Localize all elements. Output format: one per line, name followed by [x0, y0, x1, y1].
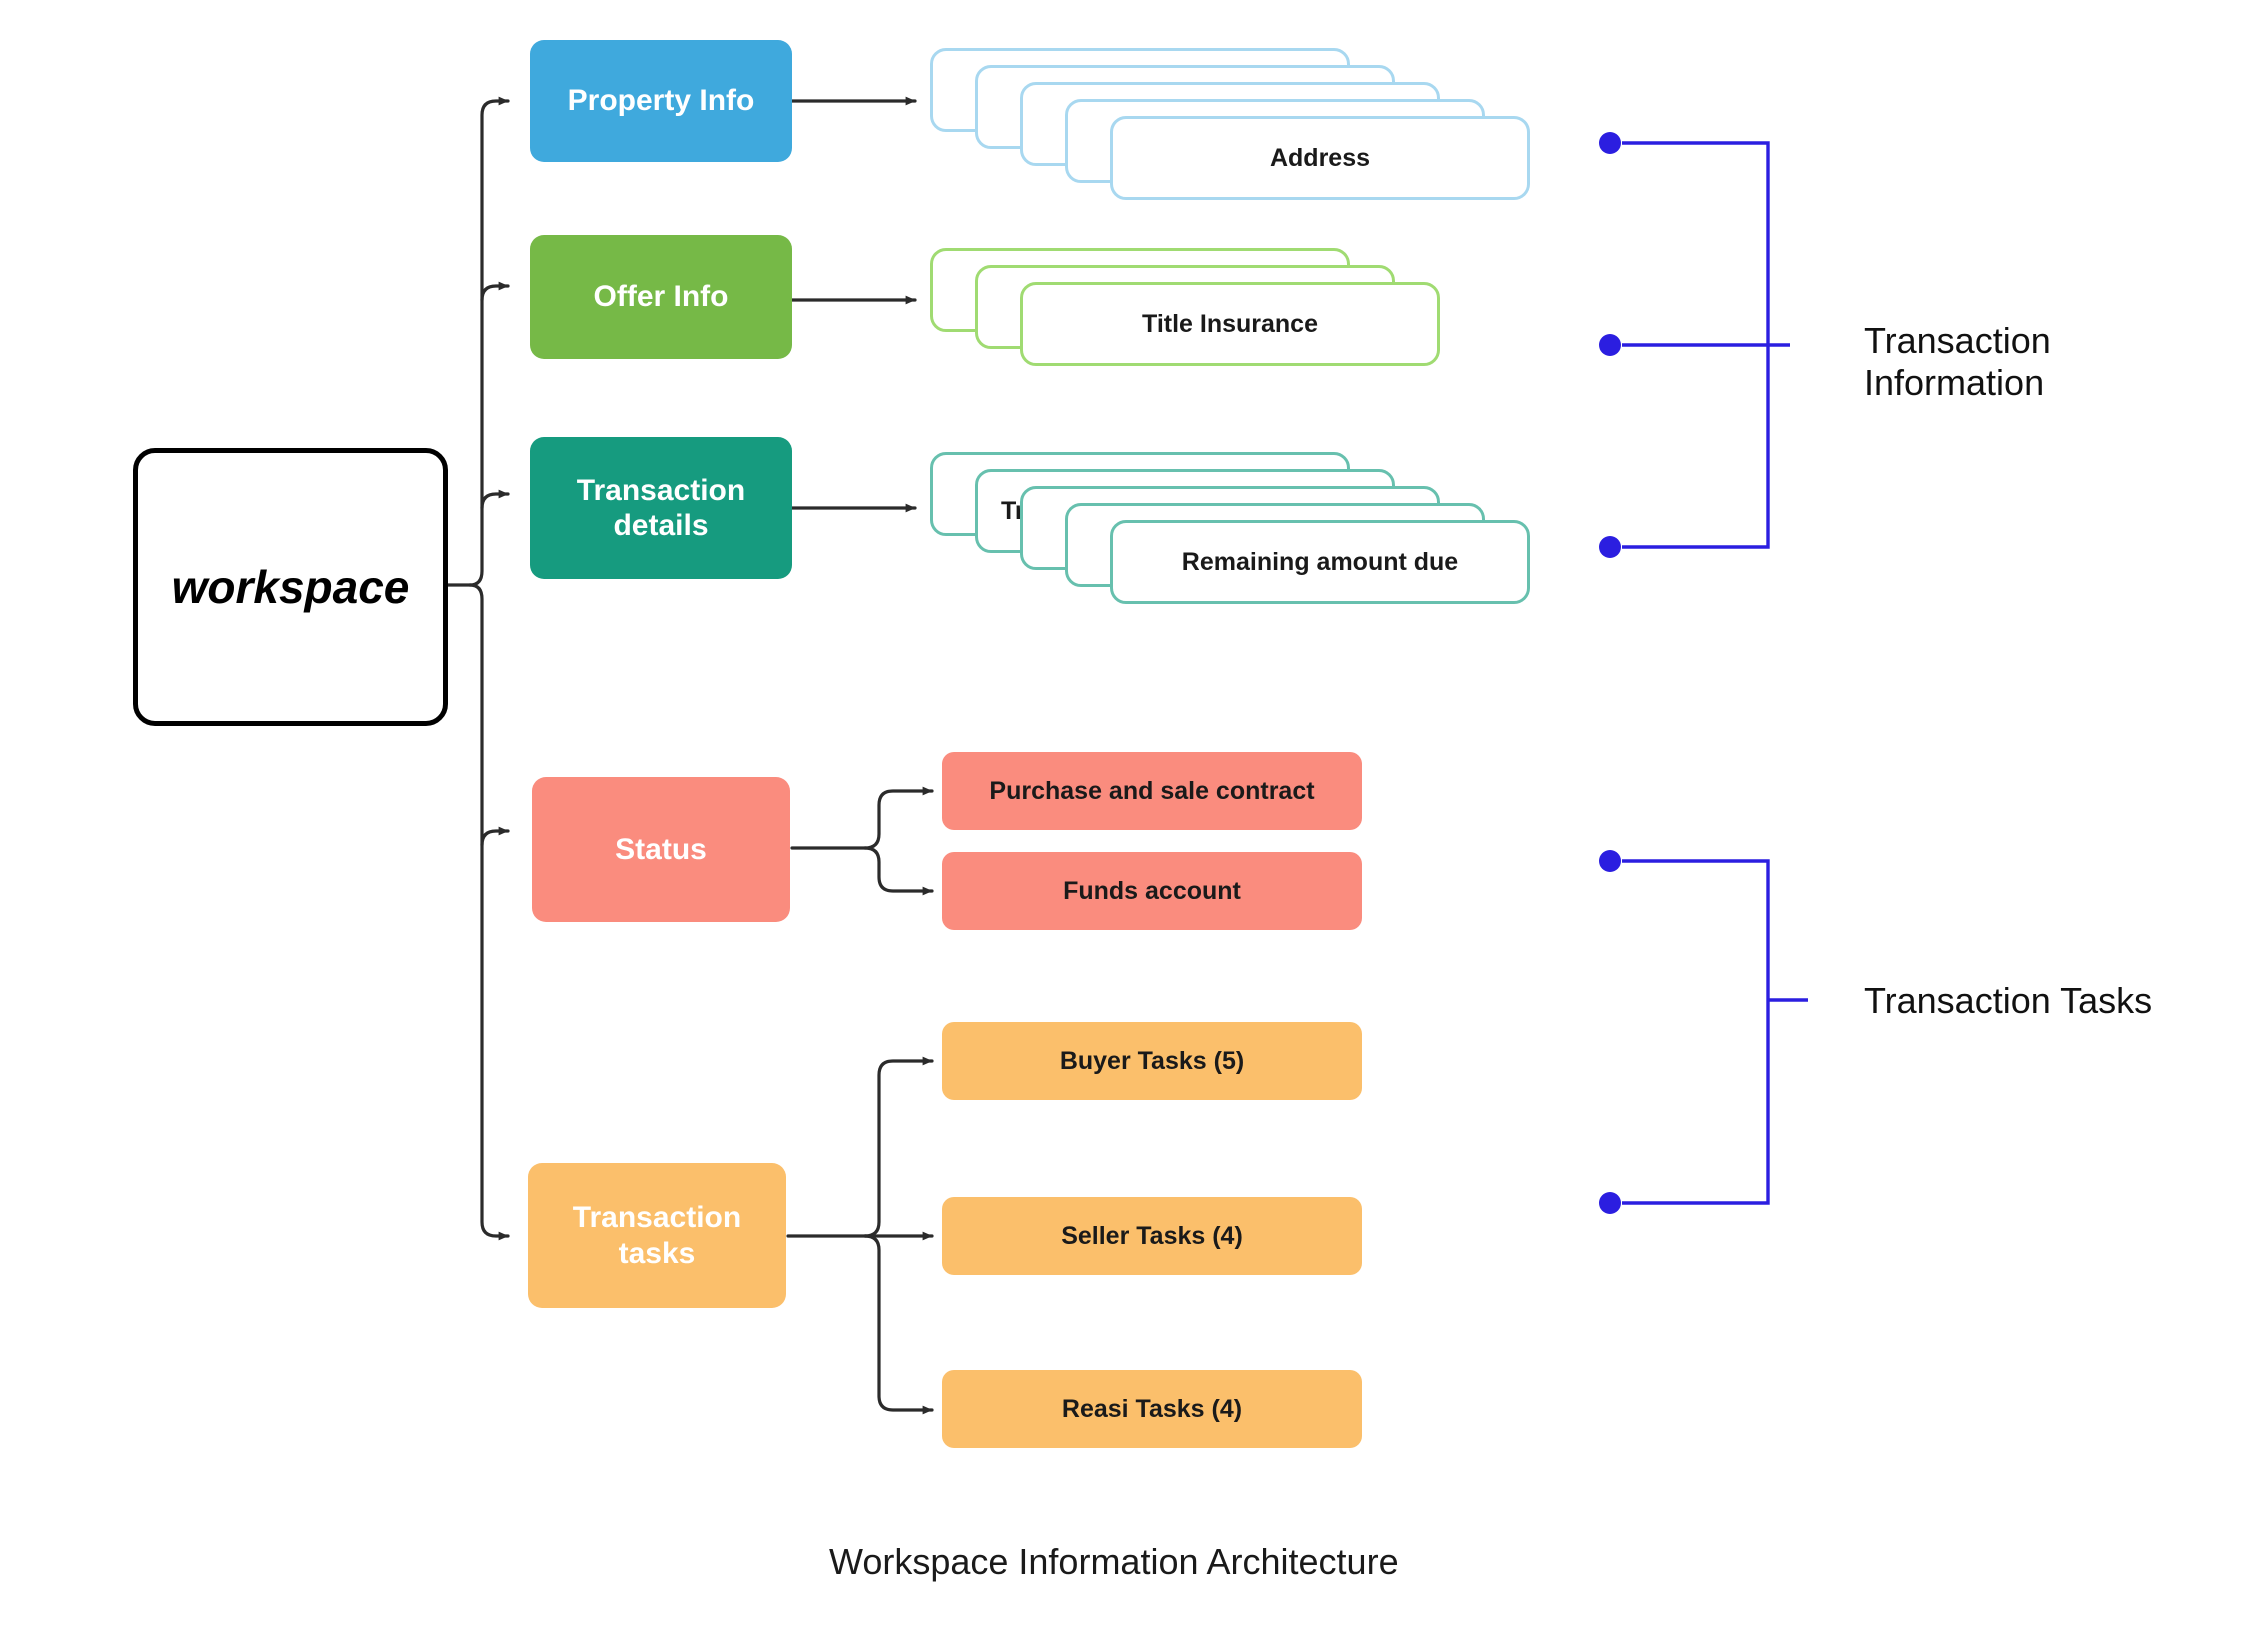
node-status[interactable]: Status: [532, 777, 790, 922]
node-workspace[interactable]: workspace: [133, 448, 448, 726]
node-transaction-tasks[interactable]: Transaction tasks: [528, 1163, 786, 1308]
edge-status-funds: [863, 846, 934, 896]
stack-card-front-remaining-amount-due-label: Remaining amount due: [1181, 547, 1459, 576]
stack-card-front-title-insurance-label: Title Insurance: [1142, 309, 1318, 338]
leaf-reasi-tasks-label: Reasi Tasks (4): [1061, 1394, 1243, 1423]
node-offer-info-label: Offer Info: [593, 280, 729, 314]
leaf-funds-account-label: Funds account: [1063, 876, 1241, 905]
stack-card-front-address-label: Address: [1269, 143, 1371, 172]
edge-tasks-reasi: [863, 1234, 934, 1415]
annotation-transaction-tasks: Transaction Tasks: [1864, 980, 2152, 1022]
leaf-purchase-and-sale-contract[interactable]: Purchase and sale contract: [942, 752, 1362, 830]
node-transaction-details[interactable]: Transaction details: [530, 437, 792, 579]
stack-card-front-title-insurance[interactable]: Title Insurance: [1020, 282, 1440, 366]
bracket-transaction-tasks: [1622, 859, 1808, 1205]
annotation-transaction-information-line1: Transaction: [1864, 320, 2051, 361]
node-status-label: Status: [615, 832, 707, 866]
stack-card-front-remaining-amount-due[interactable]: Remaining amount due: [1110, 520, 1530, 604]
bracket-transaction-information: [1622, 141, 1790, 549]
trunk-upper: [468, 96, 510, 587]
node-property-info[interactable]: Property Info: [530, 40, 792, 162]
node-transaction-tasks-label: Transaction tasks: [572, 1201, 742, 1270]
leaf-buyer-tasks-label: Buyer Tasks (5): [1059, 1046, 1245, 1075]
leaf-seller-tasks[interactable]: Seller Tasks (4): [942, 1197, 1362, 1275]
edge-tasks-buyer: [863, 1056, 934, 1238]
leaf-seller-tasks-label: Seller Tasks (4): [1061, 1221, 1243, 1250]
node-property-info-label: Property Info: [567, 84, 755, 118]
annotation-transaction-information-line2: Information: [1864, 362, 2045, 404]
figure-caption: Workspace Information Architecture: [829, 1541, 1399, 1582]
leaf-funds-account[interactable]: Funds account: [942, 852, 1362, 930]
branch-offer: [480, 281, 510, 302]
stack-property-info: Address: [930, 48, 1550, 200]
leaf-purchase-and-sale-contract-label: Purchase and sale contract: [989, 776, 1315, 805]
annotation-transaction-information: Transaction Information: [1864, 320, 2051, 405]
bracket-dots-transaction-tasks: [1599, 850, 1621, 1214]
stack-card-front-address[interactable]: Address: [1110, 116, 1530, 200]
bracket-dots-transaction-information: [1599, 132, 1621, 558]
leaf-reasi-tasks[interactable]: Reasi Tasks (4): [942, 1370, 1362, 1448]
edge-status-purchase: [863, 786, 934, 850]
stack-transaction-details: Transaction total (offer amount Remainin…: [930, 452, 1570, 632]
leaf-buyer-tasks[interactable]: Buyer Tasks (5): [942, 1022, 1362, 1100]
branch-transaction-details: [480, 489, 510, 510]
node-workspace-label: workspace: [171, 561, 410, 613]
stack-offer-info: Title Insurance: [930, 248, 1550, 378]
node-transaction-details-label: Transaction details: [576, 473, 746, 542]
node-offer-info[interactable]: Offer Info: [530, 235, 792, 359]
annotation-transaction-tasks-line1: Transaction Tasks: [1864, 980, 2153, 1021]
trunk-lower: [468, 583, 510, 1241]
branch-status: [480, 826, 510, 847]
